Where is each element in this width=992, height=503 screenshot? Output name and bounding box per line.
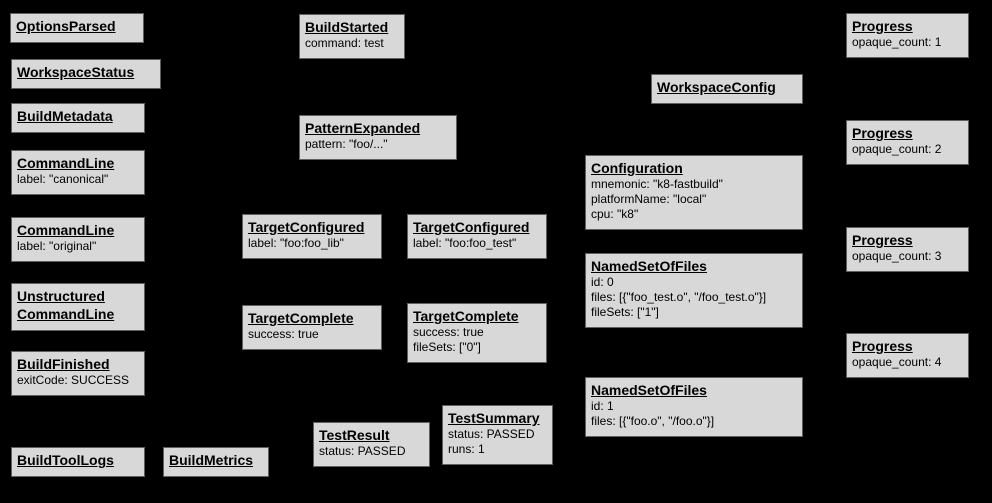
node-field: status: PASSED: [448, 427, 535, 441]
node-field: id: 1: [591, 399, 614, 413]
node-title: Progress: [852, 18, 913, 34]
node-title: NamedSetOfFiles: [591, 258, 707, 274]
node-title: TargetConfigured: [413, 219, 530, 235]
node-field: opaque_count: 4: [852, 355, 942, 369]
node-options-parsed: OptionsParsed: [10, 13, 144, 43]
node-command-line-original: CommandLine label: "original": [11, 217, 145, 262]
node-field: id: 0: [591, 275, 614, 289]
node-unstructured-command-line: Unstructured CommandLine: [11, 283, 145, 331]
node-test-summary: TestSummary status: PASSED runs: 1: [442, 405, 553, 465]
node-build-tool-logs: BuildToolLogs: [11, 447, 145, 477]
node-title: OptionsParsed: [16, 18, 116, 34]
node-field: label: "canonical": [17, 172, 109, 186]
node-title: Progress: [852, 232, 913, 248]
node-title: Progress: [852, 125, 913, 141]
node-field: label: "original": [17, 239, 97, 253]
node-title: Configuration: [591, 160, 683, 176]
node-title: TestResult: [319, 427, 390, 443]
node-field: opaque_count: 2: [852, 142, 942, 156]
node-configuration: Configuration mnemonic: "k8-fastbuild" p…: [585, 155, 803, 230]
node-workspace-config: WorkspaceConfig: [651, 74, 803, 104]
node-field: success: true: [248, 327, 319, 341]
node-title: Unstructured CommandLine: [17, 288, 115, 322]
node-field: exitCode: SUCCESS: [17, 373, 130, 387]
node-target-configured-foo-lib: TargetConfigured label: "foo:foo_lib": [242, 214, 382, 259]
node-title: WorkspaceStatus: [17, 64, 135, 80]
node-title: TargetComplete: [248, 310, 354, 326]
node-pattern-expanded: PatternExpanded pattern: "foo/...": [299, 115, 457, 160]
node-field: runs: 1: [448, 442, 485, 456]
node-title: TargetComplete: [413, 308, 519, 324]
node-target-complete-foo-test: TargetComplete success: true fileSets: […: [407, 303, 547, 363]
node-title: BuildStarted: [305, 19, 389, 35]
node-command-line-canonical: CommandLine label: "canonical": [11, 150, 145, 195]
node-field: opaque_count: 3: [852, 249, 942, 263]
node-title: BuildMetadata: [17, 108, 113, 124]
node-field: fileSets: ["1"]: [591, 305, 659, 319]
node-title: BuildFinished: [17, 356, 110, 372]
node-field: label: "foo:foo_lib": [248, 236, 344, 250]
node-title: WorkspaceConfig: [657, 79, 776, 95]
node-field: label: "foo:foo_test": [413, 236, 517, 250]
node-title: NamedSetOfFiles: [591, 382, 707, 398]
node-field: files: [{"foo_test.o", "/foo_test.o"}]: [591, 290, 767, 304]
node-field: pattern: "foo/...": [305, 137, 388, 151]
node-title: CommandLine: [17, 222, 115, 238]
node-title: PatternExpanded: [305, 120, 421, 136]
node-named-set-of-files-0: NamedSetOfFiles id: 0 files: [{"foo_test…: [585, 253, 803, 328]
node-target-configured-foo-test: TargetConfigured label: "foo:foo_test": [407, 214, 547, 259]
node-build-started: BuildStarted command: test: [299, 14, 405, 59]
node-title: TestSummary: [448, 410, 540, 426]
node-field: fileSets: ["0"]: [413, 340, 481, 354]
node-build-finished: BuildFinished exitCode: SUCCESS: [11, 351, 145, 396]
node-title: TargetConfigured: [248, 219, 365, 235]
node-title: Progress: [852, 338, 913, 354]
node-field: files: [{"foo.o", "/foo.o"}]: [591, 414, 715, 428]
node-build-metadata: BuildMetadata: [11, 103, 145, 133]
node-title: CommandLine: [17, 155, 115, 171]
node-progress-2: Progress opaque_count: 2: [846, 120, 969, 165]
node-field: status: PASSED: [319, 444, 406, 458]
node-workspace-status: WorkspaceStatus: [11, 59, 161, 89]
node-progress-3: Progress opaque_count: 3: [846, 227, 969, 272]
node-field: success: true: [413, 325, 484, 339]
node-field: platformName: "local": [591, 192, 707, 206]
node-named-set-of-files-1: NamedSetOfFiles id: 1 files: [{"foo.o", …: [585, 377, 803, 437]
node-build-metrics: BuildMetrics: [163, 447, 269, 477]
node-target-complete-foo-lib: TargetComplete success: true: [242, 305, 382, 350]
node-progress-1: Progress opaque_count: 1: [846, 13, 969, 58]
node-field: opaque_count: 1: [852, 35, 942, 49]
node-field: cpu: "k8": [591, 207, 639, 221]
node-title: BuildToolLogs: [17, 452, 114, 468]
node-field: mnemonic: "k8-fastbuild": [591, 177, 723, 191]
node-title: BuildMetrics: [169, 452, 254, 468]
node-test-result: TestResult status: PASSED: [313, 422, 430, 467]
node-field: command: test: [305, 36, 384, 50]
node-progress-4: Progress opaque_count: 4: [846, 333, 969, 378]
